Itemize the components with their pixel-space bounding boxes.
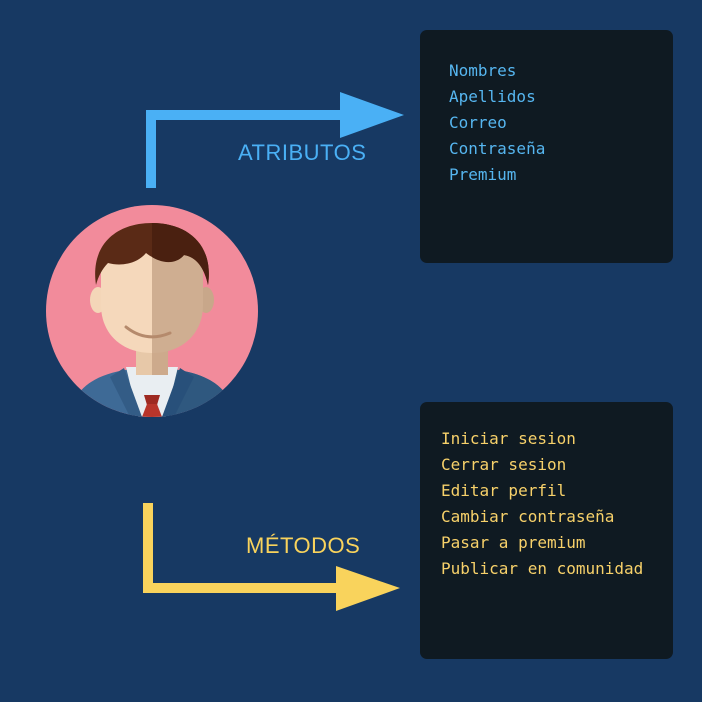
method-item: Pasar a premium xyxy=(441,533,586,552)
attributes-arrow xyxy=(146,92,404,188)
attributes-panel: Nombres Apellidos Correo Contraseña Prem… xyxy=(420,30,673,263)
attribute-item: Contraseña xyxy=(449,139,546,158)
method-item: Iniciar sesion xyxy=(441,429,576,448)
methods-panel: Iniciar sesion Cerrar sesion Editar perf… xyxy=(420,402,673,659)
user-avatar-icon xyxy=(46,205,258,417)
attribute-item: Premium xyxy=(449,165,517,184)
methods-arrow xyxy=(143,503,400,611)
method-item: Cerrar sesion xyxy=(441,455,567,474)
attribute-item: Apellidos xyxy=(449,87,536,106)
methods-label: MÉTODOS xyxy=(246,533,361,558)
method-item: Cambiar contraseña xyxy=(441,507,615,526)
method-item: Publicar en comunidad xyxy=(441,559,644,578)
attributes-label: ATRIBUTOS xyxy=(238,140,367,165)
method-item: Editar perfil xyxy=(441,481,567,500)
attribute-item: Correo xyxy=(449,113,507,132)
attribute-item: Nombres xyxy=(449,61,517,80)
